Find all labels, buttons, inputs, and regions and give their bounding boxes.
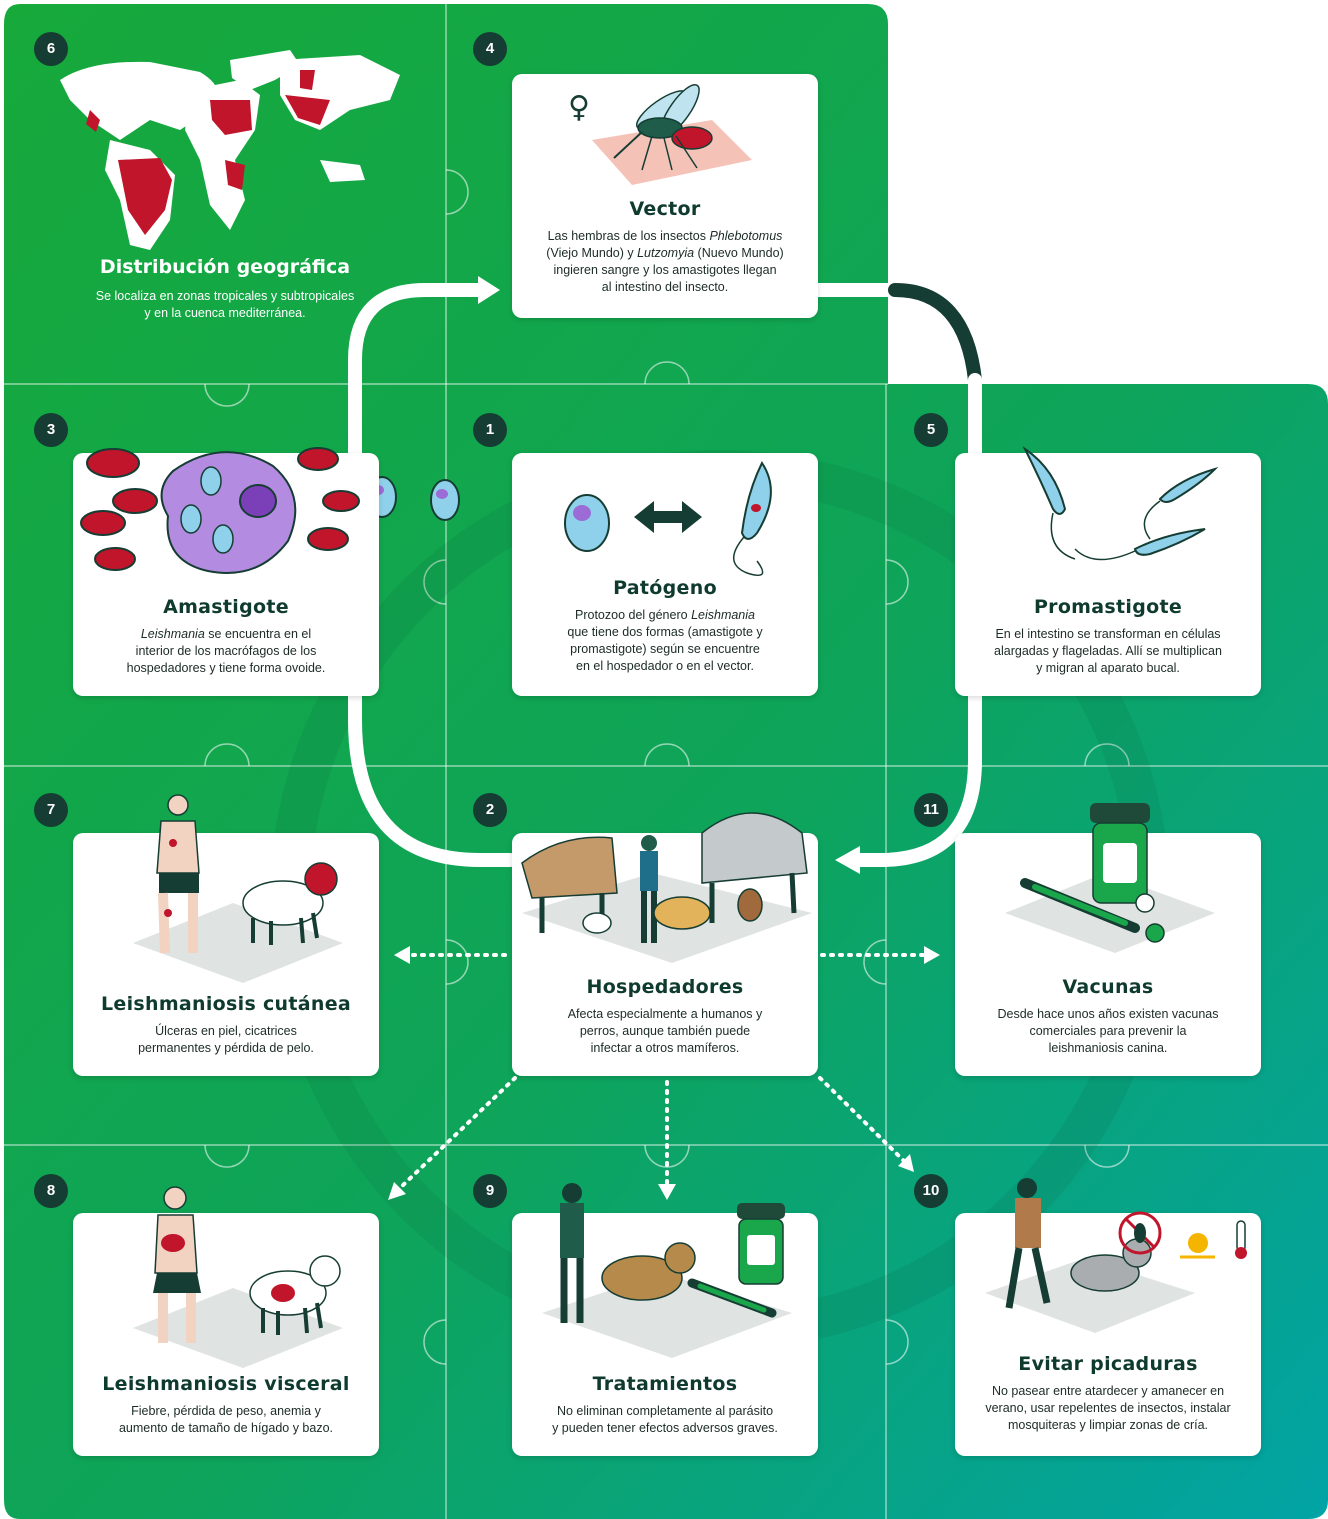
picaduras-desc: No pasear entre atardecer y amanecer en … [969, 1383, 1247, 1434]
card-vacunas: Vacunas Desde hace unos años existen vac… [955, 803, 1261, 1076]
hospedadores-title: Hospedadores [586, 976, 744, 998]
dotted-arrows [398, 953, 927, 1190]
macrophage-illustration [80, 447, 360, 574]
distribution-desc-line-2: y en la cuenca mediterránea. [144, 306, 306, 320]
vector-desc-l4: al intestino del insecto. [601, 280, 729, 294]
step-badge-1: 1 [473, 413, 507, 447]
picaduras-desc-l1: No pasear entre atardecer y amanecer en [991, 1384, 1225, 1398]
card-tratamientos: Tratamientos No eliminan completamente a… [512, 1183, 818, 1456]
tratamientos-title: Tratamientos [592, 1373, 738, 1395]
vector-desc-l1a: Las hembras de los insectos [547, 229, 710, 243]
female-symbol-icon: ♀ [568, 90, 590, 125]
tratamientos-desc: No eliminan completamente al parásito y … [526, 1403, 804, 1437]
step-badge-11: 11 [914, 793, 948, 827]
patogeno-desc-l4: en el hospedador o en el vector. [576, 659, 754, 673]
cutanea-desc-l2: permanentes y pérdida de pelo. [138, 1041, 314, 1055]
hospedadores-desc-l2: perros, aunque también puede [579, 1024, 751, 1038]
vector-desc: Las hembras de los insectos Phlebotomus … [526, 228, 804, 296]
amastigote-desc-l1b: se encuentra en el [204, 627, 312, 641]
amastigote-desc-l2: interior de los macrófagos de los [135, 644, 317, 658]
picaduras-desc-l2: verano, usar repelentes de insectos, ins… [985, 1401, 1231, 1415]
card-evitar-picaduras: Evitar picaduras No pasear entre atardec… [955, 1178, 1261, 1456]
patogeno-desc: Protozoo del género Leishmania que tiene… [526, 607, 804, 675]
vector-desc-l1b: Phlebotomus [709, 229, 783, 243]
cycle-arrows [348, 276, 982, 874]
vacunas-desc-l1: Desde hace unos años existen vacunas [997, 1007, 1219, 1021]
card-leishmaniosis-cutanea: Leishmaniosis cutánea Úlceras en piel, c… [73, 794, 379, 1076]
vacunas-desc-l3: leishmaniosis canina. [1048, 1041, 1168, 1055]
card-patogeno: Patógeno Protozoo del género Leishmania … [512, 453, 818, 696]
promastigote-desc-l2: alargadas y flageladas. Allí se multipli… [994, 644, 1222, 658]
tratamientos-desc-l1: No eliminan completamente al parásito [556, 1404, 774, 1418]
card-vector: ♀ Vector Las hembras de los insectos Phl… [512, 74, 818, 318]
vacunas-desc-l2: comerciales para prevenir la [1029, 1024, 1187, 1038]
vector-title: Vector [629, 198, 701, 220]
card-hospedadores: Hospedadores Afecta especialmente a huma… [512, 812, 818, 1076]
distribution-title: Distribución geográfica [99, 256, 351, 278]
vector-desc-l2c: (Nuevo Mundo) [694, 246, 784, 260]
pathogen-forms-illustration [564, 461, 772, 576]
visceral-illustration [133, 1186, 343, 1368]
card-amastigote: Amastigote Leishmania se encuentra en el… [73, 447, 379, 696]
step-badge-5: 5 [914, 413, 948, 447]
visceral-title: Leishmaniosis visceral [102, 1373, 350, 1395]
vector-desc-l3: ingieren sangre y los amastigotes llegan [553, 263, 777, 277]
step-badge-3: 3 [34, 413, 68, 447]
puzzle-board [4, 4, 1328, 1519]
picaduras-title: Evitar picaduras [1018, 1353, 1198, 1375]
world-map [60, 50, 400, 250]
visceral-desc-l1: Fiebre, pérdida de peso, anemia y [131, 1404, 321, 1418]
cutanea-title: Leishmaniosis cutánea [100, 993, 352, 1015]
amastigote-desc-l1a: Leishmania [140, 627, 205, 641]
sandfly-illustration [592, 84, 752, 185]
step-badge-8: 8 [34, 1174, 68, 1208]
step-badge-4: 4 [473, 32, 507, 66]
distribution-desc: Se localiza en zonas tropicales y subtro… [30, 288, 420, 322]
card-leishmaniosis-visceral: Leishmaniosis visceral Fiebre, pérdida d… [73, 1186, 379, 1456]
step-badge-7: 7 [34, 793, 68, 827]
cutanea-desc: Úlceras en piel, cicatrices permanentes … [87, 1023, 365, 1057]
picaduras-desc-l3: mosquiteras y limpiar zonas de cría. [1007, 1418, 1209, 1432]
cutaneous-illustration [133, 794, 343, 983]
promastigote-title: Promastigote [1033, 596, 1183, 618]
dotted-arrow-heads [388, 946, 940, 1200]
patogeno-desc-l1a: Protozoo del género [575, 608, 692, 622]
promastigote-desc-l3: y migran al aparato bucal. [1036, 661, 1180, 675]
patogeno-title: Patógeno [613, 577, 717, 599]
vacunas-desc: Desde hace unos años existen vacunas com… [969, 1006, 1247, 1057]
amastigote-desc: Leishmania se encuentra en el interior d… [87, 626, 365, 677]
amastigote-desc-l3: hospedadores y tiene forma ovoide. [126, 661, 326, 675]
treatment-illustration [542, 1183, 792, 1358]
hospedadores-desc: Afecta especialmente a humanos y perros,… [526, 1006, 804, 1057]
patogeno-desc-l3: promastigote) según se encuentre [570, 642, 760, 656]
promastigote-desc-l1: En el intestino se transforman en célula… [995, 627, 1221, 641]
vector-desc-l2b: Lutzomyia [637, 246, 695, 260]
step-badge-6: 6 [34, 32, 68, 66]
patogeno-desc-l2: que tiene dos formas (amastigote y [567, 625, 763, 639]
tratamientos-desc-l2: y pueden tener efectos adversos graves. [552, 1421, 778, 1435]
step-badge-10: 10 [914, 1174, 948, 1208]
puzzle-grid [4, 4, 1328, 1519]
hospedadores-desc-l1: Afecta especialmente a humanos y [567, 1007, 763, 1021]
hosts-illustration [521, 812, 812, 963]
cutanea-desc-l1: Úlceras en piel, cicatrices [155, 1024, 297, 1038]
vaccine-illustration [1005, 803, 1215, 953]
visceral-desc: Fiebre, pérdida de peso, anemia y aument… [87, 1403, 365, 1437]
vacunas-title: Vacunas [1062, 976, 1154, 998]
prevention-illustration [985, 1178, 1247, 1333]
amastigote-title: Amastigote [163, 596, 289, 618]
hospedadores-desc-l3: infectar a otros mamíferos. [590, 1041, 740, 1055]
visceral-desc-l2: aumento de tamaño de hígado y bazo. [118, 1421, 334, 1435]
vector-desc-l2a: (Viejo Mundo) y [546, 246, 638, 260]
card-promastigote: Promastigote En el intestino se transfor… [955, 446, 1261, 696]
step-badge-9: 9 [473, 1174, 507, 1208]
step-badge-2: 2 [473, 793, 507, 827]
patogeno-desc-l1b: Leishmania [691, 608, 755, 622]
distribution-desc-line-1: Se localiza en zonas tropicales y subtro… [95, 289, 355, 303]
promastigote-desc: En el intestino se transforman en célula… [969, 626, 1247, 677]
promastigotes-illustration [1022, 446, 1219, 561]
